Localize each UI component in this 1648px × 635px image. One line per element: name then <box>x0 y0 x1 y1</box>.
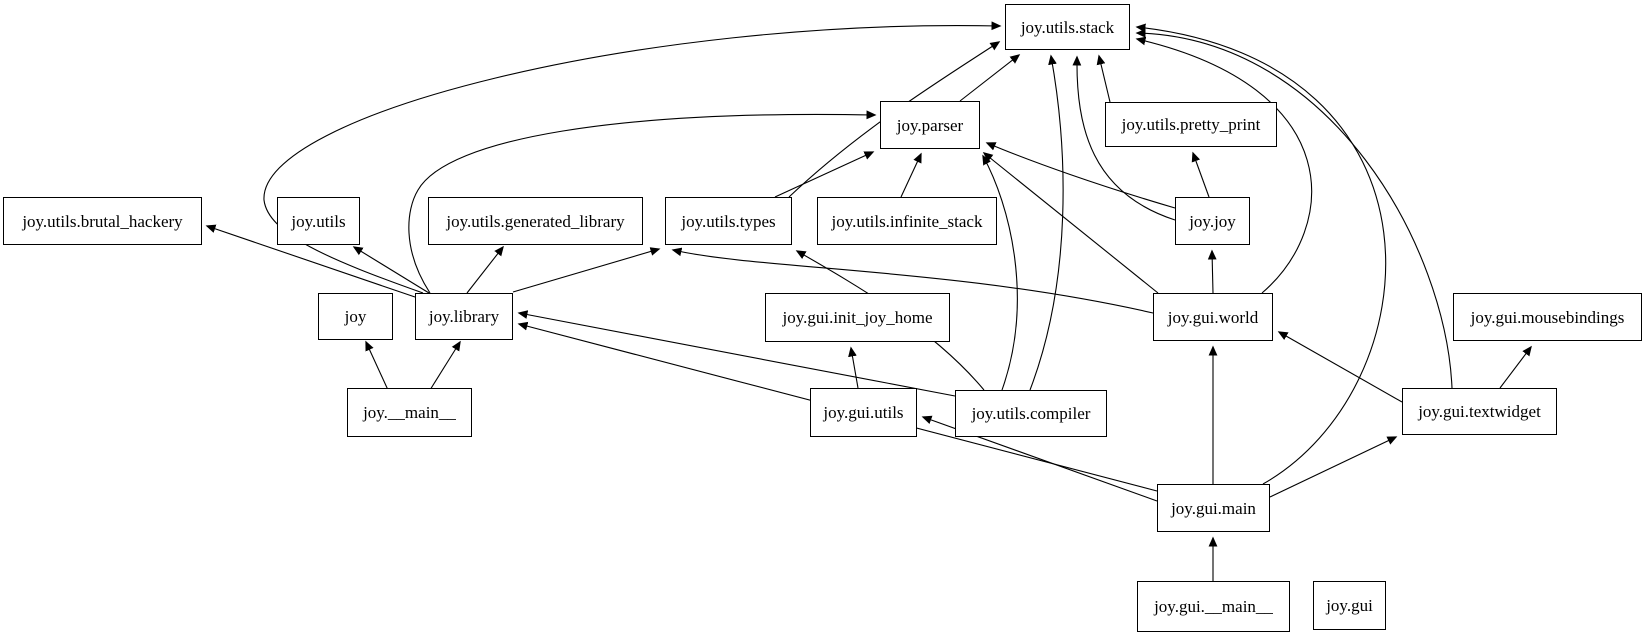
edge-textwidget-to-world <box>1277 331 1403 403</box>
node-gui_main: joy.gui.main <box>1157 484 1270 532</box>
edge-gui_main-to-stack <box>1135 23 1387 485</box>
node-world: joy.gui.world <box>1153 293 1273 341</box>
node-label: joy.gui <box>1326 596 1373 615</box>
edge-library-to-generated_library <box>466 245 504 294</box>
node-label: joy.gui.init_joy_home <box>782 308 933 327</box>
edge-world-to-joy_joy <box>1207 249 1217 294</box>
node-types: joy.utils.types <box>665 197 792 245</box>
node-label: joy.gui.textwidget <box>1418 402 1541 421</box>
node-label: joy.gui.main <box>1171 498 1256 518</box>
edge-library-to-brutal_hackery <box>205 224 416 298</box>
edge-parser-to-stack <box>959 54 1021 102</box>
node-joy: joy <box>318 293 393 340</box>
edge-joy_main-to-joy <box>365 340 389 391</box>
node-gui: joy.gui <box>1313 581 1386 630</box>
edge-joy_main-to-library <box>429 340 461 391</box>
node-label: joy.utils.compiler <box>971 404 1091 423</box>
node-label: joy.gui.mousebindings <box>1470 307 1625 327</box>
node-label: joy.gui.world <box>1167 307 1259 327</box>
edge-textwidget-to-stack <box>1135 28 1453 389</box>
node-label: joy.utils.pretty_print <box>1121 115 1261 134</box>
node-library: joy.library <box>415 293 513 340</box>
node-generated_library: joy.utils.generated_library <box>428 197 643 245</box>
edges-group <box>205 21 1532 581</box>
node-joy_joy: joy.joy <box>1175 197 1250 245</box>
edge-library-to-types <box>512 247 661 293</box>
edge-textwidget-to-mousebindings <box>1499 345 1532 389</box>
edge-compiler-to-library <box>517 310 956 397</box>
edge-compiler-to-parser <box>982 154 1018 391</box>
node-label: joy.utils.generated_library <box>446 211 625 231</box>
edge-pretty_print-to-stack <box>1096 54 1111 103</box>
node-label: joy.utils.stack <box>1020 17 1115 37</box>
edge-gui_utils-to-init_joy_home <box>848 346 859 389</box>
node-label: joy.utils.infinite_stack <box>831 211 983 231</box>
edge-types-to-parser <box>774 151 875 198</box>
node-init_joy_home: joy.gui.init_joy_home <box>765 293 950 342</box>
node-gui_utils: joy.gui.utils <box>810 388 917 437</box>
node-label: joy.utils <box>291 211 346 231</box>
edge-compiler-to-stack <box>1029 54 1064 391</box>
node-utils: joy.utils <box>277 197 360 245</box>
node-label: joy.utils.types <box>681 211 776 231</box>
edge-joy_joy-to-stack <box>1072 55 1176 221</box>
node-parser: joy.parser <box>880 101 980 149</box>
node-brutal_hackery: joy.utils.brutal_hackery <box>3 197 202 245</box>
edge-world-to-stack <box>1135 36 1313 294</box>
node-textwidget: joy.gui.textwidget <box>1402 388 1557 435</box>
edge-joy_joy-to-parser <box>985 142 1176 209</box>
node-stack: joy.utils.stack <box>1005 4 1130 50</box>
node-label: joy.parser <box>896 115 964 135</box>
node-mousebindings: joy.gui.mousebindings <box>1453 293 1642 341</box>
node-label: joy.gui.utils <box>823 403 904 422</box>
node-label: joy.joy <box>1189 211 1236 231</box>
node-label: joy.utils.brutal_hackery <box>22 211 183 231</box>
node-pretty_print: joy.utils.pretty_print <box>1105 102 1277 147</box>
edge-library-to-utils <box>352 246 430 294</box>
edge-infinite_stack-to-parser <box>900 152 922 198</box>
edge-world-to-parser <box>982 152 1159 294</box>
node-label: joy.gui.__main__ <box>1154 597 1273 616</box>
edge-library-to-parser <box>408 110 877 294</box>
node-gui_main_main: joy.gui.__main__ <box>1137 581 1290 632</box>
node-label: joy <box>344 307 367 326</box>
node-infinite_stack: joy.utils.infinite_stack <box>817 197 997 245</box>
node-label: joy.__main__ <box>363 403 456 422</box>
node-compiler: joy.utils.compiler <box>955 390 1107 437</box>
edge-gui_main-to-textwidget <box>1269 436 1398 498</box>
edge-library-to-stack <box>263 21 1002 294</box>
node-label: joy.library <box>428 307 500 326</box>
node-joy_main: joy.__main__ <box>347 388 472 437</box>
edge-joy_joy-to-pretty_print <box>1191 151 1210 198</box>
edge-world-to-types <box>671 247 1154 314</box>
